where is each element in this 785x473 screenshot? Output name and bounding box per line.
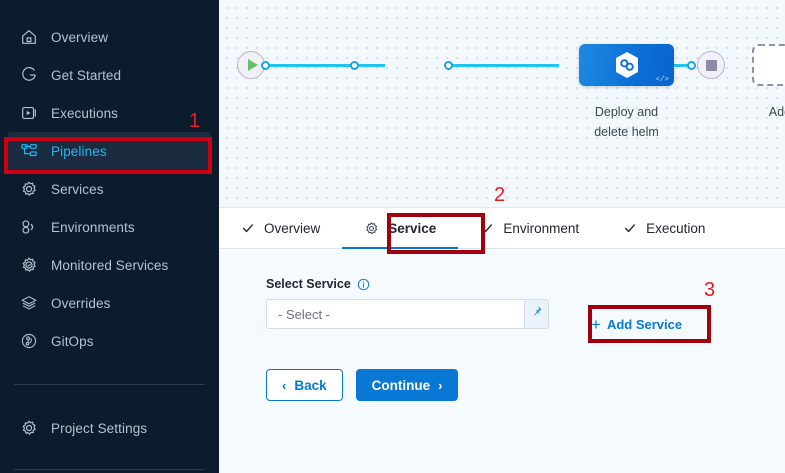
end-connector-dot — [687, 61, 696, 70]
service-form: Select Service - Select - — [219, 249, 785, 473]
chevron-left-icon: ‹ — [282, 377, 287, 393]
pipeline-stage-deploy-and-delete-helm[interactable]: </> — [579, 44, 674, 86]
sidebar-divider-bottom — [14, 469, 205, 470]
pipeline-canvas[interactable]: </> Deploy and delete helm Add Stage — [219, 0, 785, 207]
stop-icon — [705, 59, 717, 71]
sidebar-item-label: Services — [51, 181, 104, 197]
sidebar-item-executions[interactable]: Executions — [0, 94, 219, 132]
sidebar-item-services[interactable]: Services — [0, 170, 219, 208]
sidebar-spacer — [0, 360, 219, 374]
chevron-right-icon: › — [438, 377, 443, 393]
info-icon[interactable] — [357, 278, 370, 291]
tab-overview[interactable]: Overview — [219, 207, 342, 249]
add-stage-label: Add Stage — [768, 105, 785, 119]
sidebar-item-label: Executions — [51, 105, 119, 121]
tab-environment[interactable]: Environment — [458, 207, 601, 249]
sidebar-item-get-started[interactable]: Get Started — [0, 56, 219, 94]
add-service-button[interactable]: + Add Service — [589, 313, 684, 336]
tab-label: Environment — [503, 220, 580, 236]
select-service-label-text: Select Service — [266, 277, 351, 291]
back-button[interactable]: ‹ Back — [266, 369, 343, 401]
gear-icon — [20, 180, 38, 198]
sidebar-item-label: Pipelines — [51, 143, 107, 159]
sidebar-item-pipelines[interactable]: Pipelines — [8, 132, 211, 170]
select-service-control: - Select - — [266, 299, 785, 329]
rocket-icon — [20, 66, 38, 84]
sidebar-item-gitops[interactable]: GitOps — [0, 322, 219, 360]
start-connector-dot — [261, 61, 270, 70]
sidebar-item-overview[interactable]: Overview — [0, 18, 219, 56]
tab-label: Service — [388, 220, 437, 236]
sidebar-item-label: Get Started — [51, 67, 122, 83]
gear-icon — [20, 419, 38, 437]
sidebar-item-label: Environments — [51, 219, 135, 235]
continue-button-label: Continue — [371, 377, 431, 393]
sidebar: Overview Get Started Executions — [0, 0, 219, 473]
sidebar-item-label: GitOps — [51, 333, 94, 349]
stage-input-dot — [350, 61, 359, 70]
gear-check-icon — [20, 256, 38, 274]
layers-icon — [20, 294, 38, 312]
sidebar-item-label: Monitored Services — [51, 257, 169, 273]
sidebar-item-label: Project Settings — [51, 420, 148, 436]
gitops-icon — [20, 332, 38, 350]
back-button-label: Back — [294, 377, 327, 393]
pin-button[interactable] — [524, 299, 549, 329]
sidebar-spacer-2 — [0, 395, 219, 409]
play-icon — [247, 59, 258, 71]
sidebar-item-overrides[interactable]: Overrides — [0, 284, 219, 322]
stage-tabs: Overview Service Environment — [219, 207, 785, 250]
tab-label: Overview — [264, 220, 321, 236]
sidebar-item-project-settings[interactable]: Project Settings — [0, 409, 219, 447]
select-service-input[interactable]: - Select - — [266, 299, 524, 329]
tab-service[interactable]: Service — [342, 207, 459, 250]
pipeline-start-node[interactable] — [237, 51, 265, 79]
sidebar-divider-top — [14, 384, 205, 385]
select-service-label: Select Service — [266, 277, 785, 291]
stage-output-dot — [444, 61, 453, 70]
sidebar-item-label: Overview — [51, 29, 109, 45]
add-stage-button[interactable] — [752, 44, 785, 86]
tab-execution[interactable]: Execution — [601, 207, 727, 249]
sidebar-item-environments[interactable]: Environments — [0, 208, 219, 246]
check-icon — [480, 221, 494, 235]
nodes-icon — [20, 218, 38, 236]
sidebar-item-label: Overrides — [51, 295, 111, 311]
check-icon — [241, 221, 255, 235]
pipeline-icon — [20, 142, 38, 160]
main-content: </> Deploy and delete helm Add Stage — [219, 0, 785, 473]
pin-icon — [530, 305, 543, 323]
tab-label: Execution — [646, 220, 706, 236]
form-actions: ‹ Back Continue › — [266, 369, 785, 401]
stage-code-glyph: </> — [655, 76, 669, 84]
plus-icon: + — [591, 315, 601, 334]
home-icon — [20, 28, 38, 46]
wire-start-to-stage — [267, 64, 385, 67]
wire-stage-to-add — [449, 64, 559, 67]
continue-button[interactable]: Continue › — [355, 369, 459, 401]
stage-label: Deploy and delete helm — [594, 105, 659, 139]
gear-icon — [364, 221, 379, 236]
add-service-label: Add Service — [606, 317, 683, 332]
check-icon — [623, 221, 637, 235]
pipeline-end-node[interactable] — [697, 51, 725, 79]
sidebar-item-monitored-services[interactable]: Monitored Services — [0, 246, 219, 284]
helm-hexagon-icon — [614, 51, 640, 79]
play-box-icon — [20, 104, 38, 122]
